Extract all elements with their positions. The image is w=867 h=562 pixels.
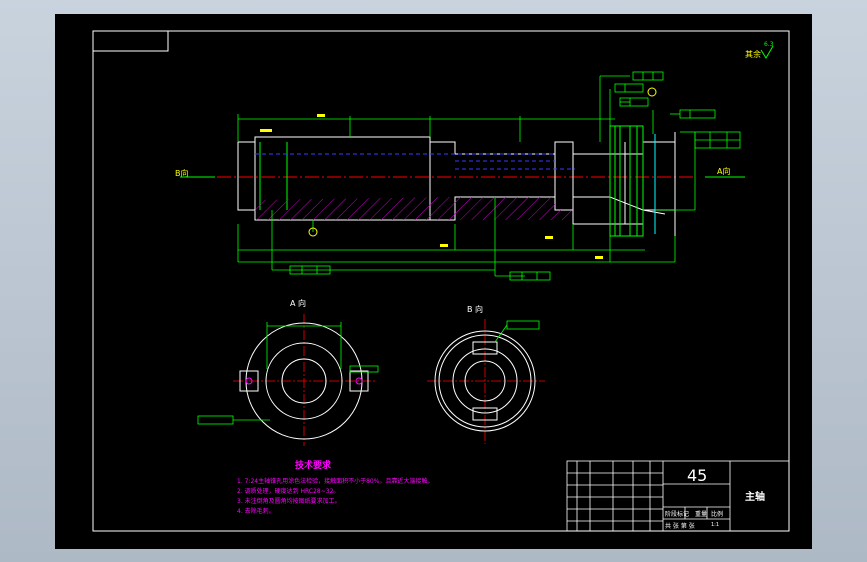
scale-label: 比例 — [711, 510, 723, 518]
part-name-label: 主轴 — [745, 490, 765, 503]
flange-outline — [609, 125, 644, 237]
view-b-mid-circle — [452, 348, 518, 414]
tolerance-frames — [289, 71, 741, 281]
view-a-hole-icon — [355, 377, 363, 385]
scale-value: 1:1 — [711, 522, 719, 528]
section-hatch — [255, 197, 455, 220]
view-a-mid-circle — [265, 342, 343, 420]
view-b-outer-circle — [434, 330, 536, 432]
corner-box — [92, 30, 169, 52]
datum-circle-icon — [308, 227, 318, 237]
view-b-leader — [494, 324, 508, 343]
view-a-key-slot — [349, 370, 369, 392]
title-block — [566, 460, 790, 532]
view-a: A 向 — [197, 298, 379, 446]
view-a-key-slot — [239, 370, 259, 392]
material-label: 45 — [687, 466, 707, 485]
roughness-value: 6.3 — [764, 41, 774, 48]
tech-requirement-item: 2. 调质处理，硬度达到 HRC28~32。 — [237, 487, 339, 495]
view-b-title: B 向 — [467, 304, 483, 314]
view-b: B 向 — [427, 304, 545, 444]
view-b-key-slot — [472, 407, 498, 421]
datum-circle-icon — [647, 87, 657, 97]
view-a-tolerance-frame — [349, 365, 379, 373]
tech-requirement-item: 4. 去除毛刺。 — [237, 507, 275, 515]
view-a-hole-icon — [245, 377, 253, 385]
view-a-tolerance-frame — [197, 415, 234, 425]
view-b-outer-circle-2 — [438, 334, 532, 428]
tech-requirement-item: 3. 未注倒角及圆角均按图纸要求加工。 — [237, 497, 341, 505]
view-b-tolerance-frame — [506, 320, 540, 330]
view-a-title: A 向 — [290, 298, 306, 308]
view-a-bore-circle — [281, 358, 327, 404]
drawing-canvas: 其余 6.3 — [92, 30, 790, 532]
main-shaft-view — [195, 125, 695, 237]
roughness-note: 其余 — [745, 49, 761, 59]
tech-requirements: 技术要求 1. 7:24主轴锥孔用涂色法检验，接触面积不小于80%，且靠近大端接… — [237, 459, 433, 515]
tech-requirement-item: 1. 7:24主轴锥孔用涂色法检验，接触面积不小于80%，且靠近大端接触。 — [237, 477, 433, 485]
a-direction-label: A向 — [717, 166, 730, 176]
stage-mark-label: 阶段标记 — [665, 510, 689, 518]
tech-requirements-title: 技术要求 — [295, 459, 332, 471]
b-direction-label: B向 — [175, 168, 189, 178]
roughness-symbol-icon — [760, 45, 774, 59]
taper-bore — [573, 196, 666, 215]
view-b-key-slot — [472, 341, 498, 355]
view-b-bore-circle — [464, 360, 506, 402]
dimension-text-marks — [260, 114, 603, 259]
drawing-sheet: 其余 6.3 — [55, 14, 812, 549]
inner-frame — [92, 30, 790, 532]
section-hatch — [455, 197, 573, 220]
weight-label: 重量 — [695, 510, 707, 518]
sheet-info-label: 共 张 第 张 — [665, 522, 695, 530]
dimension-lines — [237, 75, 696, 277]
